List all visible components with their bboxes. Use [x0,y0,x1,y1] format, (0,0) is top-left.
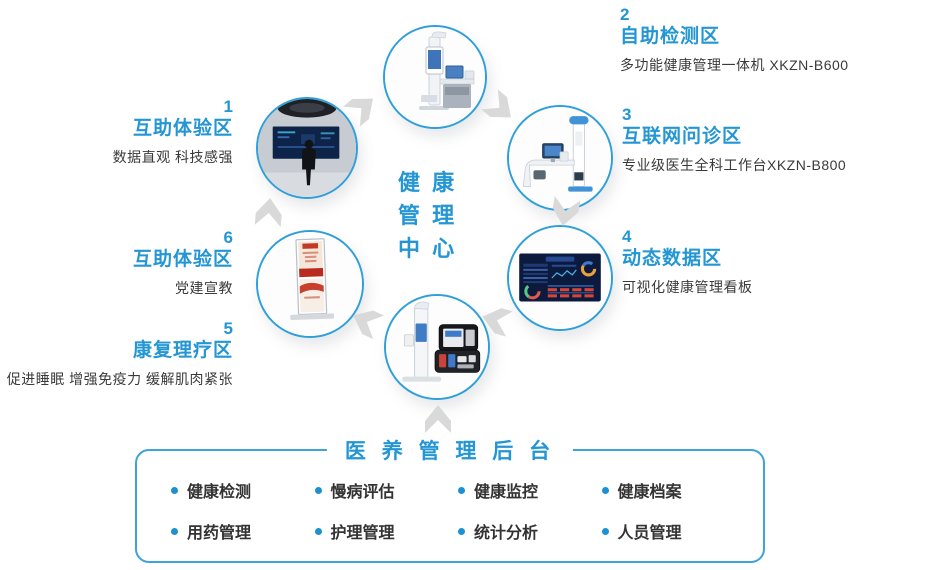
zone-2-block: 2 自助检测区 多功能健康管理一体机 XKZN-B600 [620,4,849,75]
zone-1-number: 1 [223,97,233,116]
bullet-dot-icon [601,486,609,494]
backend-panel: 医 养 管 理 后 台 健康检测 慢病评估 健康监控 健康档案 用药管理 [135,435,765,563]
doctor-workstation-illustration [509,107,611,209]
backend-feature-label: 健康检测 [187,484,252,501]
flow-arrow-icon [342,86,384,128]
backend-feature-item: 用药管理 [171,519,315,543]
flow-arrow-icon [548,195,583,231]
backend-panel-title: 医 养 管 理 后 台 [326,435,574,465]
zone-1-title: 互助体验区 [132,118,233,140]
center-title: 健 康 管 理 中 心 [398,166,457,265]
zone-3-number: 3 [622,105,632,124]
flow-arrow-icon [253,195,286,228]
backend-feature-item: 人员管理 [601,519,746,543]
zone-1-block: 1 互助体验区 数据直观 科技感强 [113,96,233,167]
data-dashboard-illustration [509,227,611,329]
backend-feature-item: 统计分析 [458,519,602,543]
health-kiosk-illustration [385,27,485,127]
flow-arrow-icon [345,301,385,341]
backend-feature-label: 健康监控 [474,484,539,501]
zone-4-block: 4 动态数据区 可视化健康管理看板 [622,226,753,297]
center-title-line: 健 康 [398,170,458,195]
center-title-line: 管 理 [398,203,458,228]
backend-feature-item: 慢病评估 [314,478,459,502]
experience-room-illustration [258,99,356,197]
zone-3-workstation-photo [507,105,613,211]
bullet-dot-icon [458,486,465,494]
backend-feature-label: 护理管理 [330,525,395,542]
zone-3-title: 互联网问诊区 [622,126,743,148]
zone-5-therapy-photo [384,294,490,400]
backend-feature-item: 健康监控 [458,478,602,502]
zone-3-desc: 专业级医生全科工作台XKZN-B800 [622,156,847,173]
zone-4-desc: 可视化健康管理看板 [622,278,753,295]
zone-5-desc: 促进睡眠 增强免疫力 缓解肌肉紧张 [6,370,233,387]
center-title-line: 中 心 [398,236,458,261]
zone-2-kiosk-photo [383,25,487,129]
backend-feature-item: 健康档案 [601,478,746,502]
zone-5-block: 5 康复理疗区 促进睡眠 增强免疫力 缓解肌肉紧张 [7,318,233,389]
zone-3-block: 3 互联网问诊区 专业级医生全科工作台XKZN-B800 [622,104,846,175]
bullet-dot-icon [314,486,322,494]
zone-1-desc: 数据直观 科技感强 [112,148,233,165]
flow-arrow-icon [480,88,522,130]
zone-6-block: 6 互助体验区 党建宣教 [133,227,233,298]
zone-1-experience-photo [256,97,358,199]
zone-2-desc: 多功能健康管理一体机 XKZN-B600 [620,56,849,73]
backend-feature-label: 慢病评估 [330,484,395,501]
zone-4-title: 动态数据区 [622,248,723,270]
bullet-dot-icon [171,527,178,535]
zone-5-number: 5 [223,319,233,338]
zone-6-number: 6 [223,228,233,247]
backend-feature-label: 健康档案 [617,484,682,501]
zone-2-title: 自助检测区 [620,26,721,48]
zone-6-title: 互助体验区 [132,249,233,271]
zone-5-title: 康复理疗区 [132,340,233,362]
zone-4-dashboard-photo [507,225,613,331]
backend-feature-item: 健康检测 [171,478,315,502]
backend-feature-label: 用药管理 [187,525,252,542]
bullet-dot-icon [601,527,609,535]
zone-6-signage-photo [256,230,364,338]
bullet-dot-icon [171,486,178,494]
backend-feature-grid: 健康检测 慢病评估 健康监控 健康档案 用药管理 护理管理 [137,451,763,543]
zone-2-number: 2 [620,5,630,24]
party-signage-illustration [258,232,362,336]
zone-4-number: 4 [622,227,632,246]
zone-6-desc: 党建宣教 [175,279,233,296]
flow-arrow-icon [423,403,453,433]
backend-feature-label: 统计分析 [474,525,539,542]
backend-feature-label: 人员管理 [617,525,682,542]
bullet-dot-icon [458,527,465,535]
flow-arrow-icon [477,302,514,339]
backend-feature-item: 护理管理 [314,519,459,543]
measure-kiosk-kit-illustration [386,296,488,398]
bullet-dot-icon [314,527,322,535]
